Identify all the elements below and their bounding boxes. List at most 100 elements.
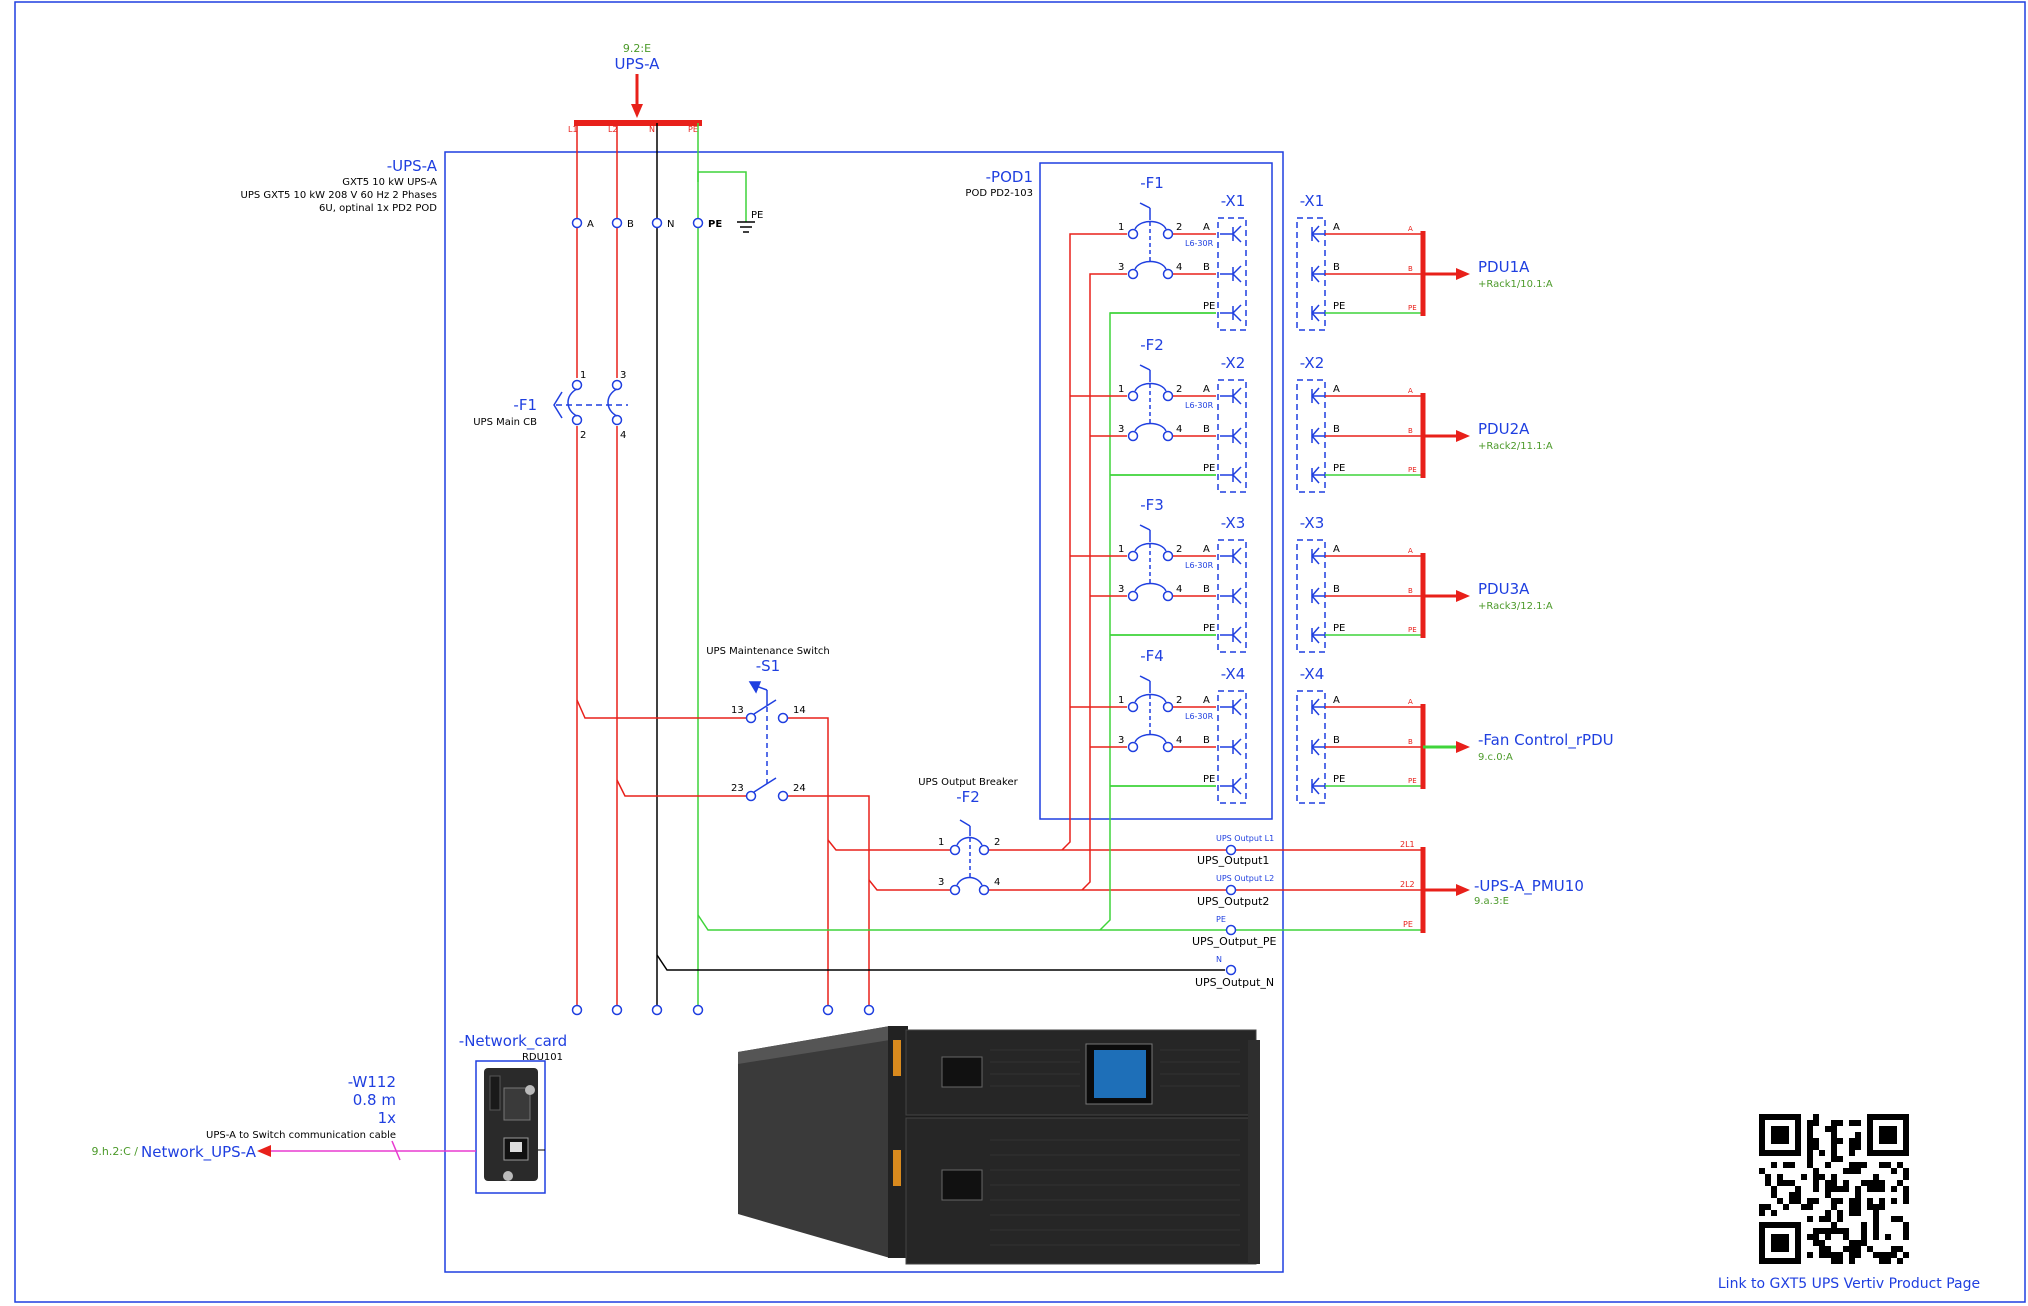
pod-row-1-wire-mark: PE xyxy=(1408,304,1417,312)
pod-row-2-strip-box xyxy=(1217,379,1247,493)
output-small-n: N xyxy=(1216,955,1222,964)
cable-tick xyxy=(391,1140,401,1161)
pod-row-4-strip-term: B xyxy=(1203,735,1210,746)
qr-module xyxy=(1783,1132,1789,1138)
pod-tag: -POD1 xyxy=(986,168,1033,186)
qr-module xyxy=(1861,1180,1867,1186)
qr-module xyxy=(1783,1150,1789,1156)
pod-row-1-plug-symbol xyxy=(1220,225,1242,243)
qr-module xyxy=(1825,1192,1831,1198)
qr-module xyxy=(1765,1150,1771,1156)
qr-module xyxy=(1873,1150,1879,1156)
bus-label-l1: L1 xyxy=(568,125,578,134)
qr-module xyxy=(1837,1216,1843,1222)
qr-module xyxy=(1801,1204,1807,1210)
qr-module xyxy=(1783,1138,1789,1144)
maint-pin-24: 24 xyxy=(793,783,806,794)
output-mark-2l1: 2L1 xyxy=(1400,840,1415,849)
qr-module xyxy=(1789,1192,1795,1198)
qr-module xyxy=(1861,1240,1867,1246)
qr-module xyxy=(1873,1222,1879,1228)
qr-module xyxy=(1897,1258,1903,1264)
pod-row-1-breaker-arc xyxy=(1134,260,1167,270)
qr-module xyxy=(1855,1144,1861,1150)
qr-module xyxy=(1903,1228,1909,1234)
qr-module xyxy=(1807,1150,1813,1156)
qr-module xyxy=(1813,1240,1819,1246)
pod-row-2-breaker-contact xyxy=(1162,430,1174,442)
bottom-terminal-circles xyxy=(571,1004,875,1016)
qr-module xyxy=(1837,1258,1843,1264)
pod-row-2-strip-tag: -X2 xyxy=(1221,354,1246,372)
product-link[interactable]: Link to GXT5 UPS Vertiv Product Page xyxy=(1718,1276,1980,1292)
qr-module xyxy=(1891,1186,1897,1192)
pod-row-3-ext-term: B xyxy=(1333,584,1340,595)
pod-row-2-ref: +Rack2/11.1:A xyxy=(1478,441,1553,452)
pod-row-4-wire-mark: B xyxy=(1408,738,1413,746)
pod-row-3-receptacle: L6-30R xyxy=(1185,561,1214,570)
qr-module xyxy=(1879,1114,1885,1120)
qr-module xyxy=(1783,1246,1789,1252)
input-terminal-pe: PE xyxy=(708,219,722,230)
pod-row-4-plug-symbol xyxy=(1220,738,1242,756)
qr-module xyxy=(1867,1150,1873,1156)
pod-row-2-plug-symbol xyxy=(1220,387,1242,405)
qr-module xyxy=(1831,1138,1837,1144)
qr-module xyxy=(1867,1120,1873,1126)
qr-module xyxy=(1849,1246,1855,1252)
qr-module xyxy=(1855,1204,1861,1210)
pod-feeder-wiring xyxy=(1061,233,1216,931)
output-name-2: UPS_Output2 xyxy=(1197,895,1269,908)
qr-module xyxy=(1897,1246,1903,1252)
qr-module xyxy=(1879,1162,1885,1168)
pod-row-1-strip-term: B xyxy=(1203,262,1210,273)
qr-module xyxy=(1759,1258,1765,1264)
qr-module xyxy=(1771,1132,1777,1138)
pod-row-3-target: PDU3A xyxy=(1478,580,1530,598)
qr-module xyxy=(1777,1114,1783,1120)
qr-module xyxy=(1849,1138,1855,1144)
network-card-image xyxy=(484,1068,538,1181)
qr-module xyxy=(1903,1120,1909,1126)
output-small-pe: PE xyxy=(1216,915,1226,924)
qr-module xyxy=(1771,1192,1777,1198)
qr-module xyxy=(1783,1240,1789,1246)
output-small-l1: UPS Output L1 xyxy=(1216,834,1274,843)
network-card-tag: -Network_card xyxy=(459,1032,567,1051)
output-small-l2: UPS Output L2 xyxy=(1216,874,1274,883)
qr-module xyxy=(1831,1252,1837,1258)
qr-module xyxy=(1879,1138,1885,1144)
qr-module xyxy=(1879,1186,1885,1192)
pod-row-1-breaker-contact xyxy=(1162,268,1174,280)
qr-module xyxy=(1891,1132,1897,1138)
out-pin-2: 2 xyxy=(994,837,1000,848)
qr-module xyxy=(1849,1210,1855,1216)
pod-row-2-breaker-tag: -F2 xyxy=(1140,336,1164,354)
qr-module xyxy=(1831,1126,1837,1132)
qr-module xyxy=(1783,1204,1789,1210)
pod-row-1-arrow xyxy=(1456,268,1470,280)
pod-desc: POD PD2-103 xyxy=(965,188,1033,199)
qr-module xyxy=(1843,1168,1849,1174)
pod-row-4-target: -Fan Control_rPDU xyxy=(1478,731,1614,750)
maint-switch-tag: -S1 xyxy=(756,657,780,675)
pod-row-4-socket-symbol xyxy=(1311,738,1325,756)
qr-module xyxy=(1885,1126,1891,1132)
qr-module xyxy=(1849,1258,1855,1264)
qr-module xyxy=(1867,1114,1873,1120)
qr-module xyxy=(1837,1156,1843,1162)
pod-row-4-strip-tag: -X4 xyxy=(1221,665,1246,683)
qr-module xyxy=(1891,1246,1897,1252)
qr-module xyxy=(1855,1252,1861,1258)
qr-module xyxy=(1843,1180,1849,1186)
pod-row-4-wire-mark: A xyxy=(1408,698,1413,706)
qr-module xyxy=(1825,1126,1831,1132)
qr-module xyxy=(1783,1234,1789,1240)
qr-module xyxy=(1891,1168,1897,1174)
qr-module xyxy=(1867,1204,1873,1210)
qr-module xyxy=(1873,1174,1879,1180)
output-name-n: UPS_Output_N xyxy=(1195,976,1274,989)
pod-row-1-breaker-tag: -F1 xyxy=(1140,174,1164,192)
qr-module xyxy=(1795,1192,1801,1198)
qr-module xyxy=(1819,1216,1825,1222)
